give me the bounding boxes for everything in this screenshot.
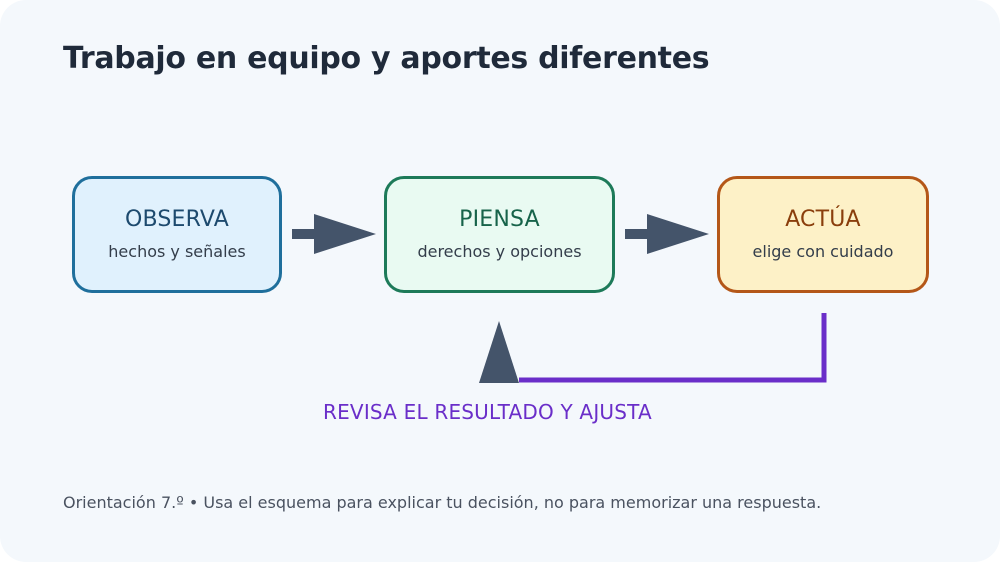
arrow-piensa-actua-head xyxy=(647,214,709,254)
step-piensa: PIENSA derechos y opciones xyxy=(384,176,615,293)
step-label: ACTÚA xyxy=(785,207,861,232)
step-description: derechos y opciones xyxy=(417,242,582,261)
step-description: elige con cuidado xyxy=(752,242,894,261)
feedback-loop-label: REVISA EL RESULTADO Y AJUSTA xyxy=(323,400,652,424)
step-actua: ACTÚA elige con cuidado xyxy=(717,176,929,293)
feedback-loop-arrowhead xyxy=(479,321,519,383)
step-observa: OBSERVA hechos y señales xyxy=(72,176,282,293)
arrow-piensa-actua-shaft xyxy=(625,229,655,239)
arrow-observa-piensa-shaft xyxy=(292,229,322,239)
step-description: hechos y señales xyxy=(108,242,246,261)
page-title: Trabajo en equipo y aportes diferentes xyxy=(63,41,710,76)
feedback-loop-line xyxy=(519,313,827,383)
step-label: OBSERVA xyxy=(124,207,230,232)
step-label: PIENSA xyxy=(459,207,540,232)
footer-note: Orientación 7.º • Usa el esquema para ex… xyxy=(63,493,822,512)
arrow-observa-piensa-head xyxy=(314,214,376,254)
